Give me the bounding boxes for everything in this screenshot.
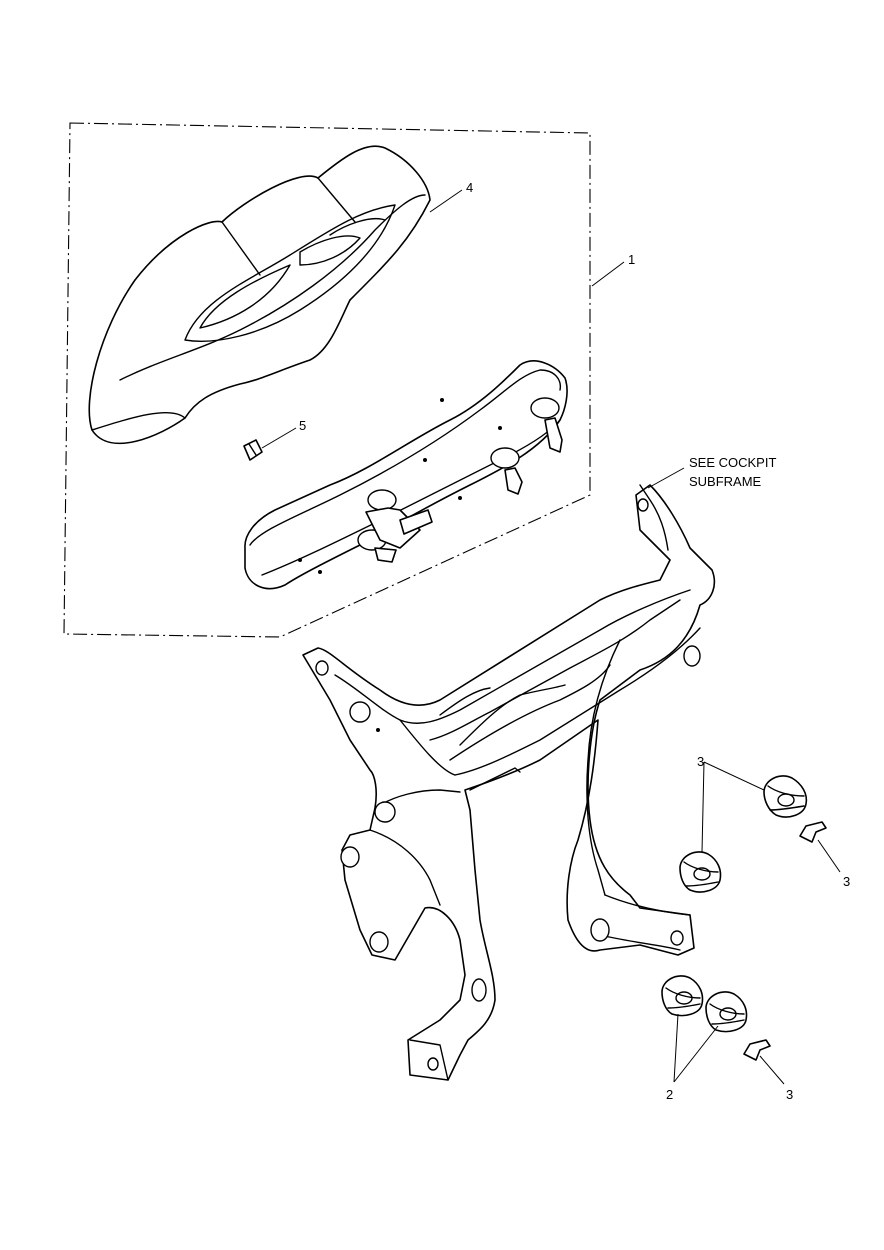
callout-3-right: 3 <box>843 874 850 889</box>
assembly-boundary <box>63 122 591 638</box>
grommet-lower-right <box>705 991 748 1033</box>
clip-upper <box>799 821 827 843</box>
note-see-cockpit-line2: SUBFRAME <box>689 474 762 489</box>
callout-5: 5 <box>299 418 306 433</box>
screw <box>243 439 263 461</box>
clip-lower <box>743 1039 771 1061</box>
callout-4: 4 <box>466 180 473 195</box>
instrument-housing <box>88 145 431 445</box>
leader-lines <box>261 189 841 1085</box>
callout-3-lower: 3 <box>786 1087 793 1102</box>
callout-1: 1 <box>628 252 635 267</box>
callout-2: 2 <box>666 1087 673 1102</box>
instrument-body <box>244 360 568 590</box>
mounting-bracket <box>302 484 716 1081</box>
callout-3-upper: 3 <box>697 754 704 769</box>
grommet-lower-left <box>661 975 704 1017</box>
note-see-cockpit-line1: SEE COCKPIT <box>689 455 776 470</box>
grommet-middle <box>679 851 722 893</box>
grommet-upper <box>763 775 808 818</box>
